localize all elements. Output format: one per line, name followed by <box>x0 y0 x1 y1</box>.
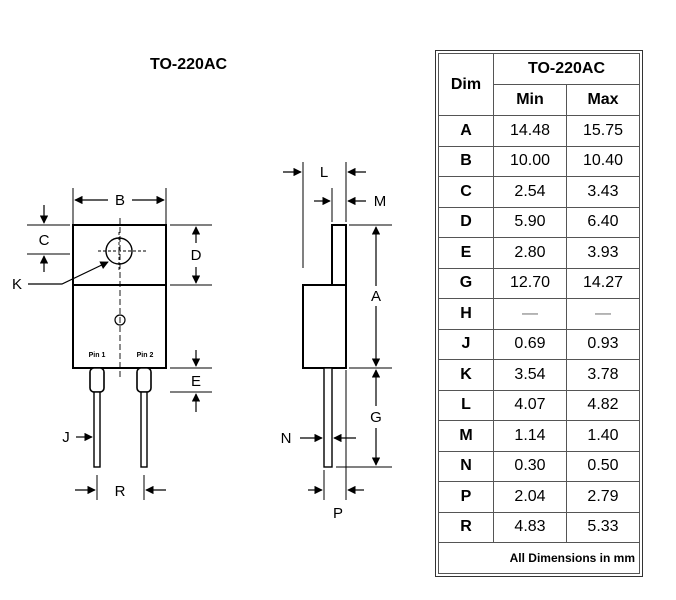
dim-column-header: Dim <box>438 53 494 116</box>
pin-2-label: Pin 2 <box>137 352 154 359</box>
dim-cell: E <box>438 237 494 269</box>
min-cell: 0.69 <box>493 328 567 360</box>
package-column-header: TO-220AC <box>493 53 640 85</box>
dim-cell: J <box>438 328 494 360</box>
label-p: P <box>333 505 343 522</box>
dimension-k-leader <box>28 261 109 285</box>
label-k: K <box>12 276 22 293</box>
max-cell: 2.79 <box>566 481 640 513</box>
dim-cell: H <box>438 298 494 330</box>
label-g: G <box>370 409 382 426</box>
dim-cell: D <box>438 206 494 238</box>
side-lead <box>323 367 333 468</box>
dim-cell: L <box>438 389 494 421</box>
max-cell: 3.78 <box>566 359 640 391</box>
label-d: D <box>191 247 202 264</box>
min-cell: 2.80 <box>493 237 567 269</box>
min-cell: 0.30 <box>493 450 567 482</box>
table-row: H—— <box>438 298 640 330</box>
front-view <box>27 188 212 500</box>
min-cell: 14.48 <box>493 115 567 147</box>
dim-cell: P <box>438 481 494 513</box>
max-cell: 4.82 <box>566 389 640 421</box>
front-view-labels: B C D E K J R Pin 1 Pin 2 <box>12 192 202 500</box>
min-column-header: Min <box>493 84 567 116</box>
label-j: J <box>62 429 70 446</box>
min-cell: 2.04 <box>493 481 567 513</box>
max-cell: 10.40 <box>566 145 640 177</box>
max-cell: 15.75 <box>566 115 640 147</box>
max-cell: 14.27 <box>566 267 640 299</box>
pin-1-shoulder <box>89 367 105 393</box>
max-cell: 5.33 <box>566 511 640 543</box>
dim-cell: A <box>438 115 494 147</box>
min-cell: 2.54 <box>493 176 567 208</box>
package-outline-drawing: B C D E K J R Pin 1 Pin 2 <box>12 162 392 522</box>
min-cell: — <box>493 298 567 330</box>
dim-cell: R <box>438 511 494 543</box>
label-m: M <box>374 193 387 210</box>
min-cell: 1.14 <box>493 420 567 452</box>
package-body <box>72 284 167 369</box>
side-body <box>302 284 347 369</box>
label-n: N <box>281 430 292 447</box>
min-cell: 4.83 <box>493 511 567 543</box>
label-e: E <box>191 373 201 390</box>
pin-1-lead <box>93 391 101 468</box>
label-b: B <box>115 192 125 209</box>
max-column-header: Max <box>566 84 640 116</box>
pin-2-shoulder <box>136 367 152 393</box>
dim-cell: C <box>438 176 494 208</box>
dim-cell: M <box>438 420 494 452</box>
table-footer: All Dimensions in mm <box>438 542 640 574</box>
pin-1-label: Pin 1 <box>89 352 106 359</box>
max-cell: — <box>566 298 640 330</box>
side-view-labels: L M A G N P <box>281 164 387 522</box>
pin-2-lead <box>140 391 148 468</box>
dim-cell: B <box>438 145 494 177</box>
min-cell: 5.90 <box>493 206 567 238</box>
mounting-tab <box>72 224 167 286</box>
label-c: C <box>39 232 50 249</box>
min-cell: 12.70 <box>493 267 567 299</box>
dim-cell: N <box>438 450 494 482</box>
min-cell: 4.07 <box>493 389 567 421</box>
label-l: L <box>320 164 328 181</box>
side-view <box>283 162 392 500</box>
dim-cell: K <box>438 359 494 391</box>
body-marker <box>114 314 126 326</box>
package-title: TO-220AC <box>150 56 228 73</box>
max-cell: 6.40 <box>566 206 640 238</box>
side-tab <box>331 224 347 286</box>
dim-cell: G <box>438 267 494 299</box>
max-cell: 0.93 <box>566 328 640 360</box>
label-a: A <box>371 288 381 305</box>
label-r: R <box>115 483 126 500</box>
max-cell: 1.40 <box>566 420 640 452</box>
min-cell: 3.54 <box>493 359 567 391</box>
max-cell: 3.93 <box>566 237 640 269</box>
max-cell: 3.43 <box>566 176 640 208</box>
min-cell: 10.00 <box>493 145 567 177</box>
max-cell: 0.50 <box>566 450 640 482</box>
